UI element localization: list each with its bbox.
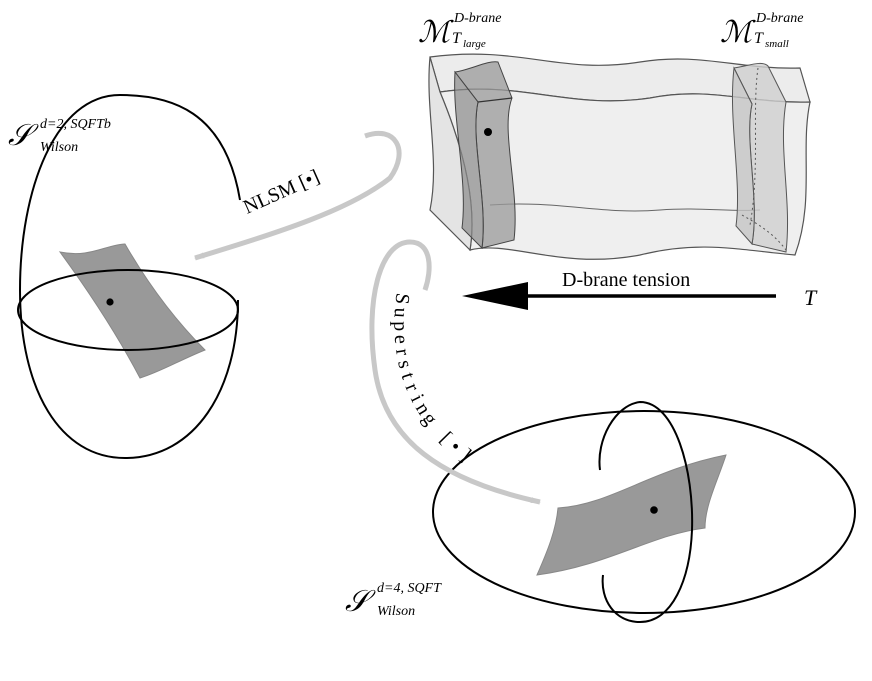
tension-label: D-brane tension [562, 269, 690, 291]
superstring-arrow [369, 239, 541, 505]
superstring-letter: t [397, 370, 420, 382]
label-s-d2: 𝒮 d=2, SQFTb Wilson [8, 117, 111, 155]
nlsm-arrow [194, 130, 402, 261]
superstring-letter: r [391, 347, 414, 357]
d2-sheet [58, 243, 206, 379]
svg-text:Wilson: Wilson [40, 140, 78, 155]
label-moduli-small: ℳ D-brane T small [720, 11, 803, 50]
svg-text:ℳ: ℳ [418, 15, 454, 50]
sphere-d4 [432, 400, 856, 624]
svg-text:𝒮: 𝒮 [345, 584, 376, 619]
nlsm-label: NLSM [•] [240, 166, 323, 219]
superstring-letter: e [390, 334, 413, 345]
box-left-face [428, 56, 473, 252]
svg-text:𝒮: 𝒮 [8, 118, 39, 153]
sphere-d2 [17, 93, 241, 460]
label-moduli-large: ℳ D-brane T large [418, 11, 501, 50]
svg-text:D-brane: D-brane [755, 11, 803, 26]
svg-text:d=2, SQFTb: d=2, SQFTb [40, 117, 111, 132]
tension-arrow [462, 282, 776, 310]
svg-text:small: small [765, 38, 789, 50]
d4-sheet [536, 454, 727, 576]
svg-text:large: large [463, 38, 486, 50]
superstring-letter: ] [456, 444, 475, 466]
svg-text:T: T [754, 30, 764, 47]
superstring-letter: u [389, 307, 412, 318]
superstring-letter: p [389, 321, 411, 331]
label-s-d4: 𝒮 d=4, SQFT Wilson [345, 581, 442, 619]
superstring-letter: S [390, 292, 413, 306]
point-on-brane [484, 128, 492, 136]
moduli-space-box [428, 53, 811, 260]
superstring-letter: s [393, 358, 416, 371]
svg-text:T: T [452, 30, 462, 47]
svg-text:D-brane: D-brane [453, 11, 501, 26]
svg-text:d=4, SQFT: d=4, SQFT [377, 581, 442, 596]
svg-text:ℳ: ℳ [720, 15, 756, 50]
svg-text:Wilson: Wilson [377, 604, 415, 619]
tension-variable: T [804, 285, 818, 310]
